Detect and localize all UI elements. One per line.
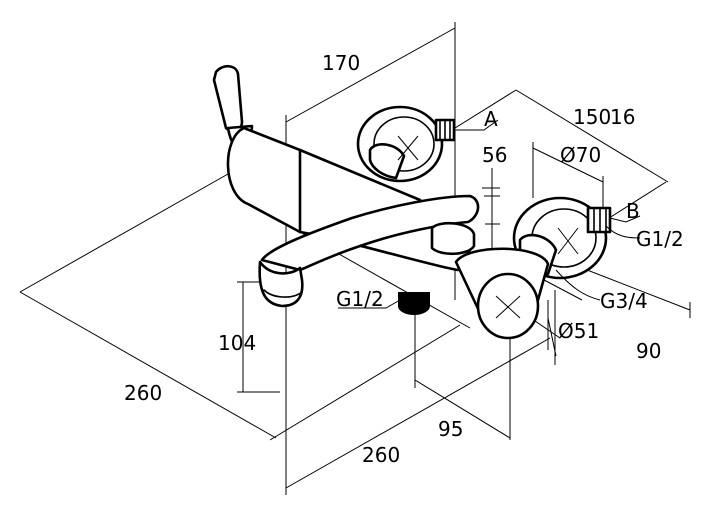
label-90: 90 <box>636 339 661 363</box>
label-170: 170 <box>322 51 360 75</box>
callout-a: A <box>484 107 498 131</box>
dim-line-170 <box>285 27 456 123</box>
aerator-ring <box>263 289 303 298</box>
ring-cross-2 <box>495 295 521 319</box>
leader-a <box>455 119 499 131</box>
label-150: 150 <box>573 105 611 129</box>
cross-a-2 <box>397 135 419 161</box>
label-56: 56 <box>482 143 507 167</box>
label-dia51: Ø51 <box>558 319 599 343</box>
shower-ring <box>454 247 550 340</box>
dim-line-95 <box>414 379 511 439</box>
label-16: 16 <box>610 105 635 129</box>
dim-line-150 <box>515 89 669 183</box>
connector-a <box>356 105 456 183</box>
cross-b-2 <box>557 227 579 255</box>
ext-line-150-b <box>605 181 667 221</box>
dim-line-90-a <box>581 267 691 311</box>
ext-line-260-left-top <box>19 169 236 293</box>
lever-handle <box>212 64 244 133</box>
eccentric-a <box>368 143 406 180</box>
dim-line-260-bottom <box>285 337 551 489</box>
dimension-labels: 170 150 16 56 Ø70 104 260 260 95 Ø51 90 <box>124 51 661 467</box>
leader-g12-right <box>605 225 641 239</box>
ring-outer <box>476 272 540 340</box>
leader-b <box>609 215 641 223</box>
label-dia70: Ø70 <box>560 143 601 167</box>
callout-g34: G3/4 <box>600 289 648 313</box>
diverter-outlet-body <box>398 292 430 306</box>
flange-a-inner <box>373 116 435 172</box>
leader-g34 <box>555 269 601 301</box>
ext-line-150-a <box>454 89 517 129</box>
spout-base <box>430 221 476 256</box>
callout-labels: A B G1/2 G3/4 G1/2 <box>336 107 684 313</box>
label-260-left: 260 <box>124 381 162 405</box>
label-260-bottom: 260 <box>362 443 400 467</box>
callout-b: B <box>626 199 640 223</box>
label-104: 104 <box>218 331 256 355</box>
dim-line-70 <box>532 147 604 183</box>
label-95: 95 <box>438 417 463 441</box>
callout-g12-right: G1/2 <box>636 227 684 251</box>
dim-line-260-left <box>19 291 277 439</box>
callout-g12-left: G1/2 <box>336 287 384 311</box>
leaders <box>338 119 641 309</box>
faucet-body <box>212 64 480 315</box>
leader-g12-left <box>338 299 401 309</box>
spout <box>260 194 480 272</box>
ext-line-260-left-bottom <box>269 324 461 441</box>
